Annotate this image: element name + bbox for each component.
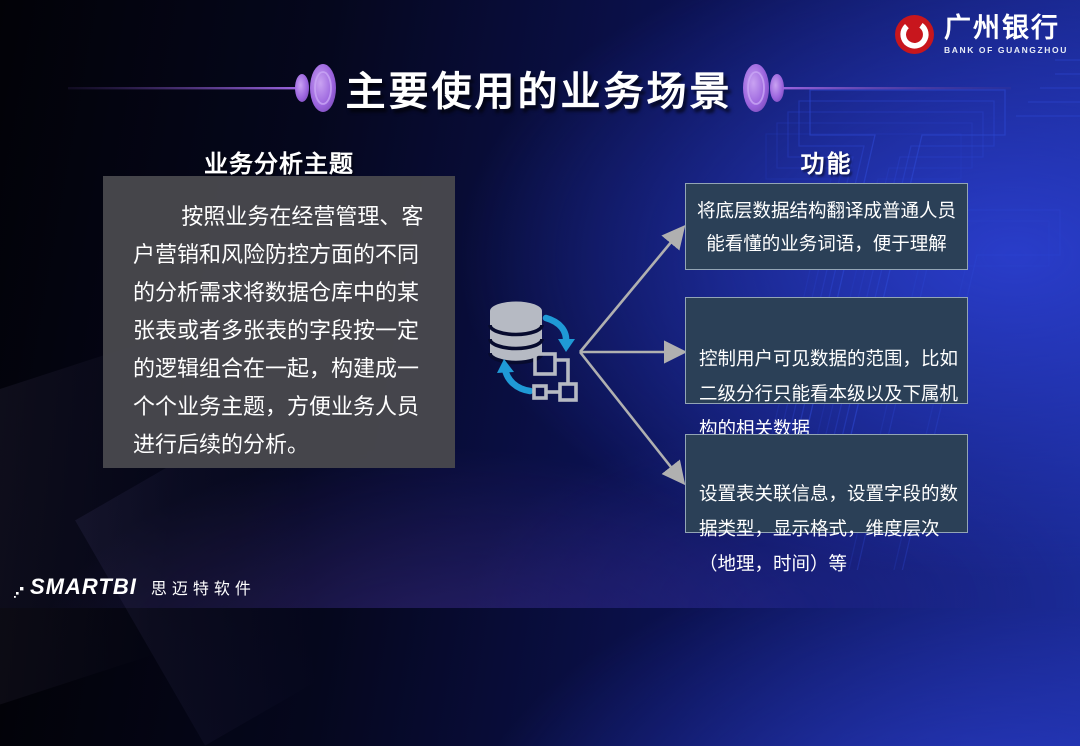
smartbi-logo: SMARTBI 思迈特软件	[14, 574, 256, 600]
smartbi-dots-icon	[14, 587, 24, 598]
left-section-box: 按照业务在经营管理、客 户营销和风险防控方面的不同 的分析需求将数据仓库中的某 …	[103, 176, 455, 468]
bank-subtitle: BANK OF GUANGZHOU	[944, 44, 1068, 55]
function-item-text: 设置表关联信息，设置字段的数 据类型，显示格式，维度层次 （地理，时间）等	[699, 483, 959, 574]
title-row: 主要使用的业务场景	[60, 60, 1018, 116]
database-to-schema-sync-icon	[488, 301, 578, 402]
title-right-ornament	[742, 64, 1011, 112]
function-item: 设置表关联信息，设置字段的数 据类型，显示格式，维度层次 （地理，时间）等	[685, 434, 968, 574]
title-left-ornament	[67, 64, 336, 112]
bank-logo-icon	[895, 15, 934, 54]
function-item: 控制用户可见数据的范围，比如 二级分行只能看本级以及下属机 构的相关数据	[685, 297, 968, 439]
bank-logo: 广州银行 BANK OF GUANGZHOU	[894, 14, 1068, 55]
page-title: 主要使用的业务场景	[345, 70, 733, 114]
function-item: 将底层数据结构翻译成普通人员 能看懂的业务词语，便于理解	[685, 183, 968, 270]
bank-name: 广州银行	[944, 12, 1060, 43]
smartbi-company: 思迈特软件	[150, 581, 256, 598]
function-item-text: 将底层数据结构翻译成普通人员 能看懂的业务词语，便于理解	[696, 199, 956, 254]
function-item-text: 控制用户可见数据的范围，比如 二级分行只能看本级以及下属机 构的相关数据	[699, 348, 959, 439]
left-section-body: 按照业务在经营管理、客 户营销和风险防控方面的不同 的分析需求将数据仓库中的某 …	[133, 204, 424, 457]
smartbi-brand: SMARTBI	[30, 574, 137, 599]
right-section-heading: 功能	[800, 151, 853, 178]
left-section-heading: 业务分析主题	[204, 151, 354, 178]
connector-arrows	[578, 224, 688, 486]
